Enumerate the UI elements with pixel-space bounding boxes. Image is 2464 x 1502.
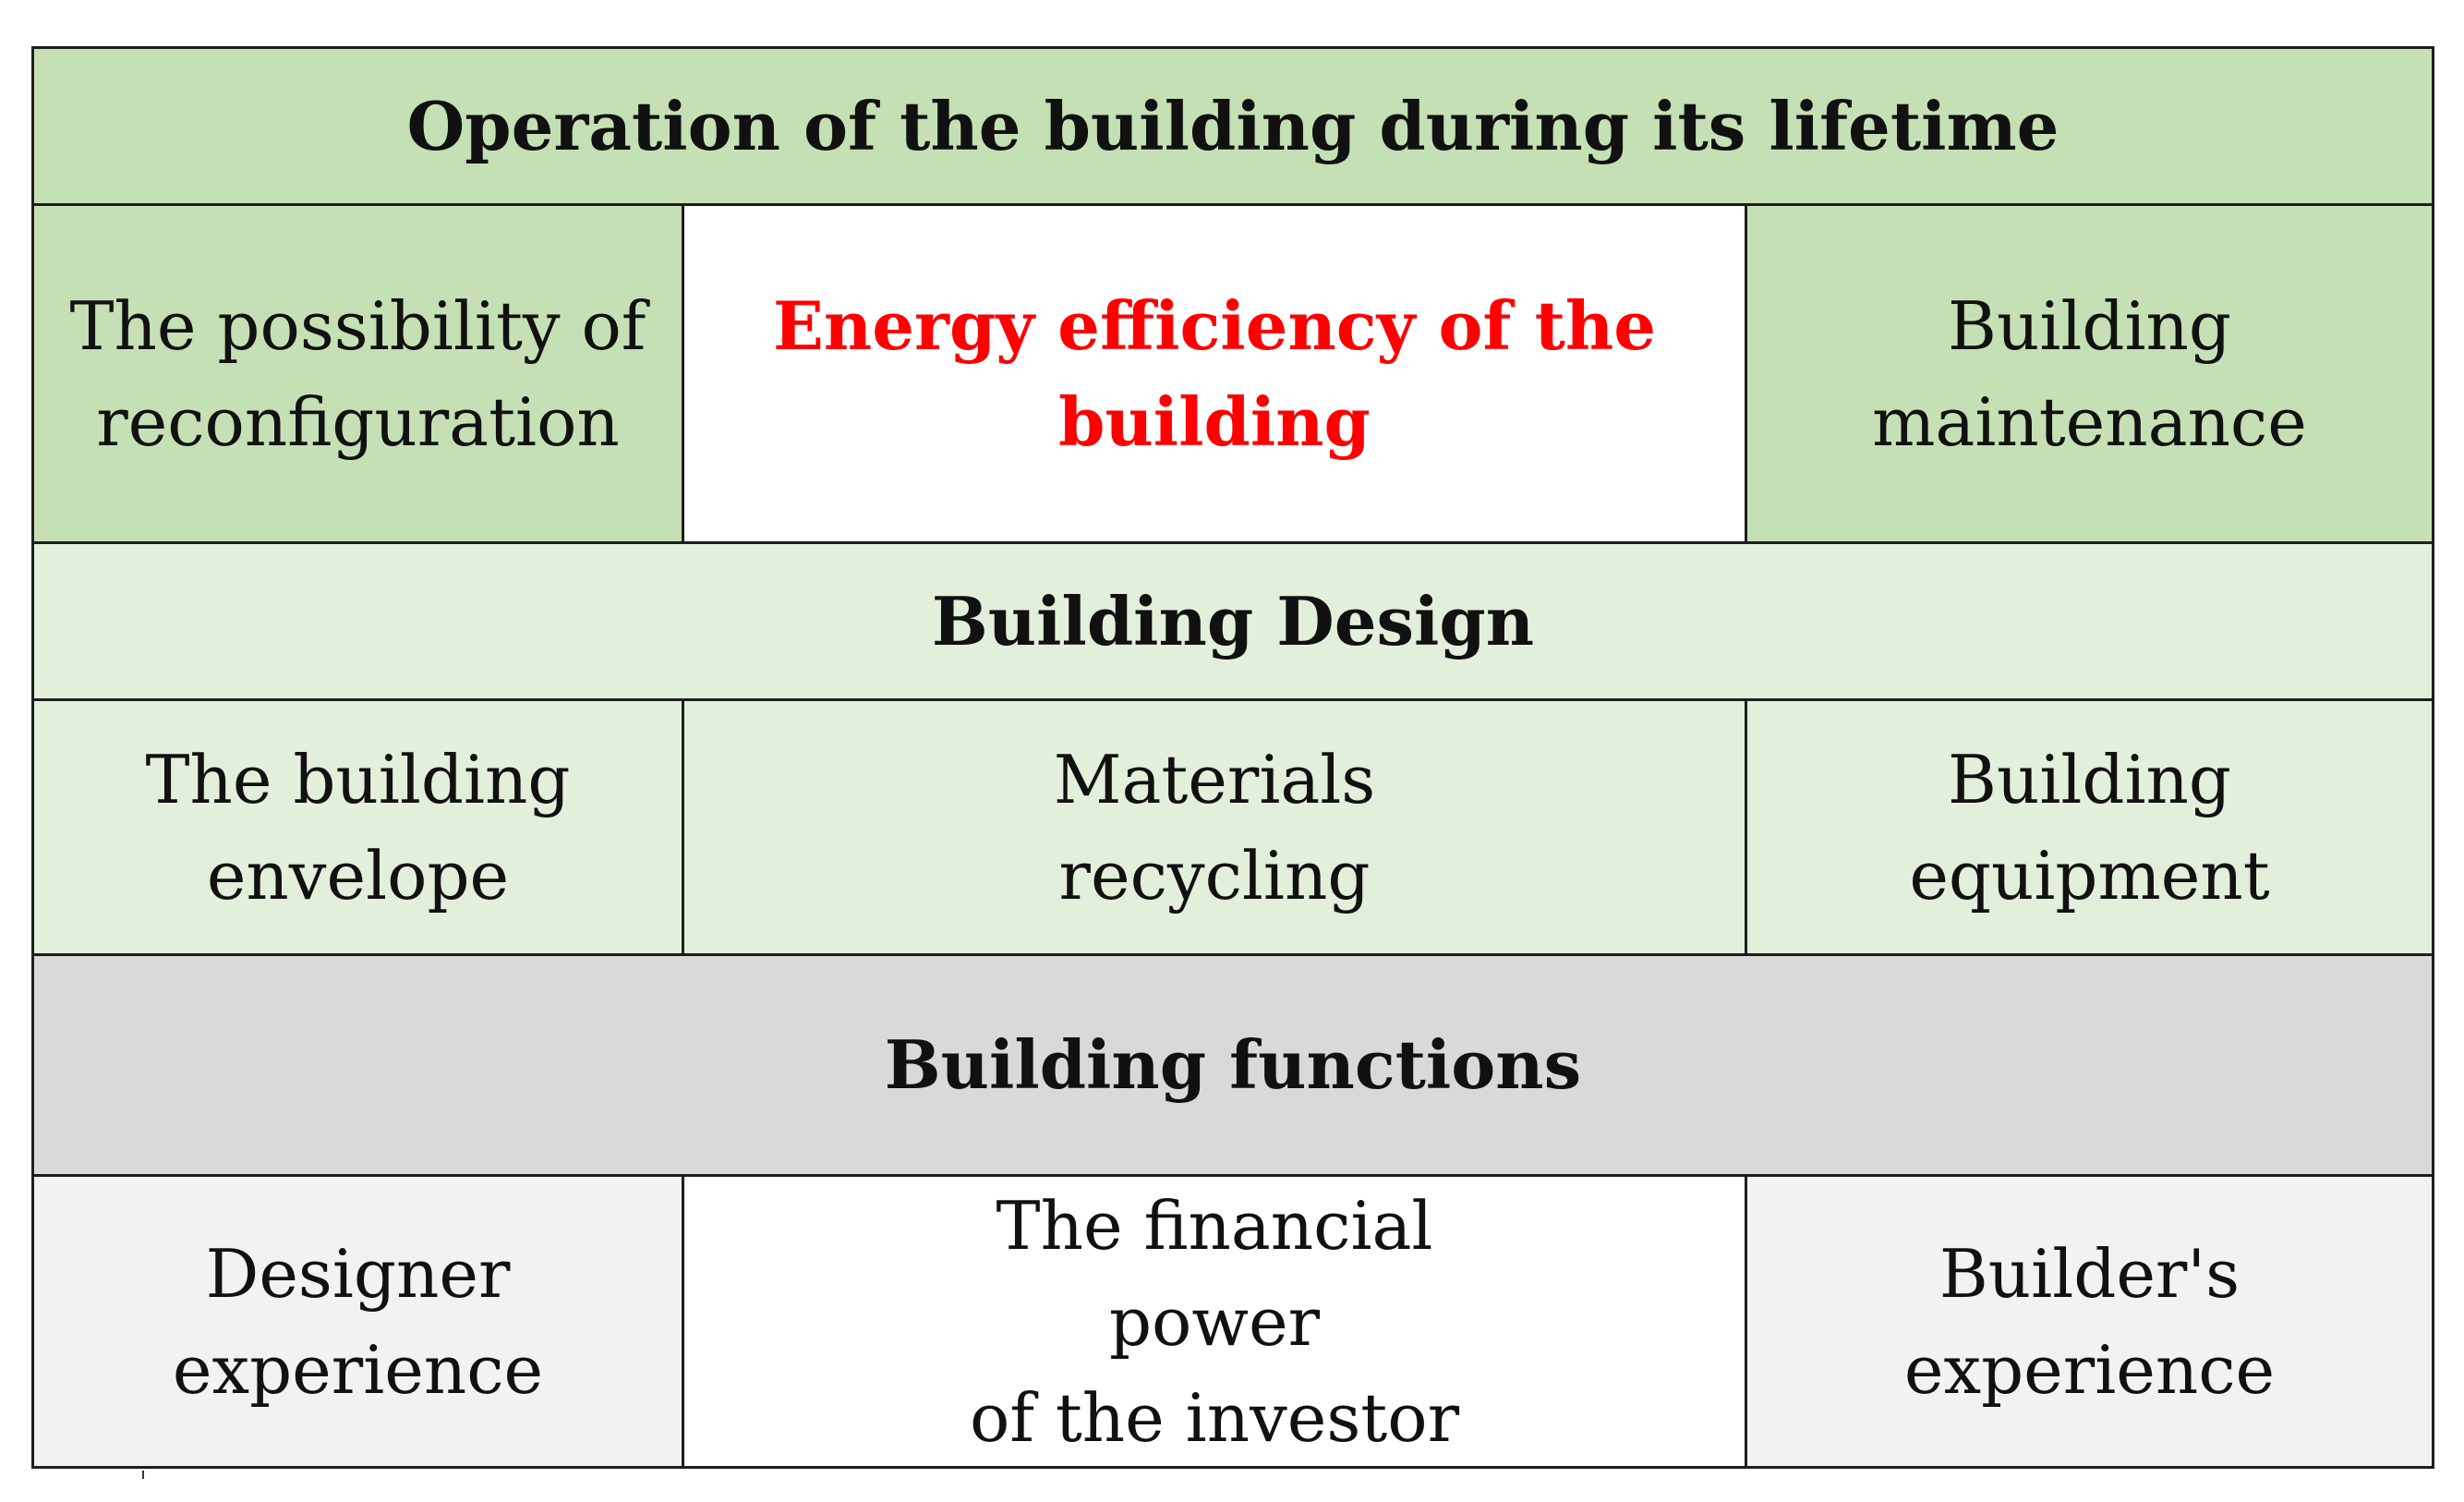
envelope-cell: The building envelope xyxy=(34,701,684,956)
reconfiguration-label: The possibility of reconfiguration xyxy=(69,286,646,461)
energy-efficiency-cell: Energy efficiency of the building xyxy=(684,206,1747,544)
builder-experience-cell: Builder's experience xyxy=(1747,1177,2432,1466)
maintenance-cell: Building maintenance xyxy=(1747,206,2432,544)
reconfiguration-cell: The possibility of reconfiguration xyxy=(34,206,684,544)
functions-header-label: Building functions xyxy=(884,1025,1582,1104)
designer-experience-cell: Designer experience xyxy=(34,1177,684,1466)
operation-header: Operation of the building during its lif… xyxy=(34,49,2432,206)
designer-experience-label: Designer experience xyxy=(172,1234,544,1409)
design-header-label: Building Design xyxy=(931,581,1535,660)
equipment-cell: Building equipment xyxy=(1747,701,2432,956)
functions-header: Building functions xyxy=(34,956,2432,1177)
design-header: Building Design xyxy=(34,544,2432,701)
energy-efficiency-label: Energy efficiency of the building xyxy=(772,285,1657,461)
operation-header-label: Operation of the building during its lif… xyxy=(406,86,2059,165)
materials-recycling-label: Materials recycling xyxy=(1053,740,1376,915)
builder-experience-label: Builder's experience xyxy=(1903,1234,2276,1409)
stray-tick-mark xyxy=(142,1471,144,1479)
financial-power-cell: The financial power of the investor xyxy=(684,1177,1747,1466)
equipment-label: Building equipment xyxy=(1909,740,2270,915)
building-factors-diagram: Operation of the building during its lif… xyxy=(31,46,2434,1469)
maintenance-label: Building maintenance xyxy=(1872,286,2307,461)
envelope-label: The building envelope xyxy=(145,740,571,915)
materials-recycling-cell: Materials recycling xyxy=(684,701,1747,956)
financial-power-label: The financial power of the investor xyxy=(969,1186,1459,1457)
